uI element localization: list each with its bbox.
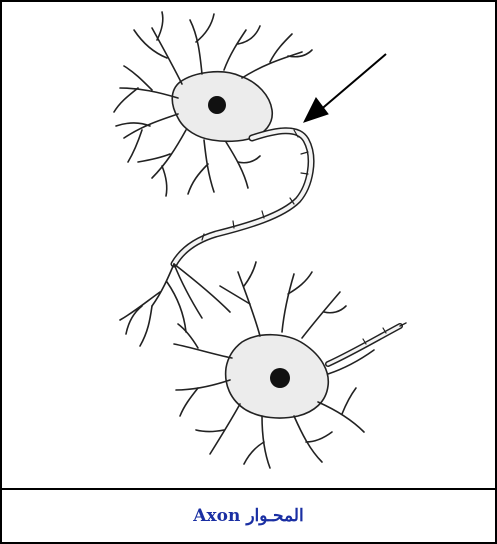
figure-caption: المحـوار Axon: [2, 490, 495, 542]
lower-axon-stub: [328, 323, 406, 364]
neuron-illustration: [2, 2, 495, 488]
lower-nucleus: [270, 368, 290, 388]
caption-english: Axon: [193, 506, 240, 526]
upper-nucleus: [208, 96, 226, 114]
axon-terminals: [120, 264, 230, 346]
neuron-svg: [2, 2, 495, 488]
caption-arabic: المحـوار: [246, 506, 303, 526]
pointer-arrow: [304, 54, 386, 122]
axon: [174, 130, 311, 264]
